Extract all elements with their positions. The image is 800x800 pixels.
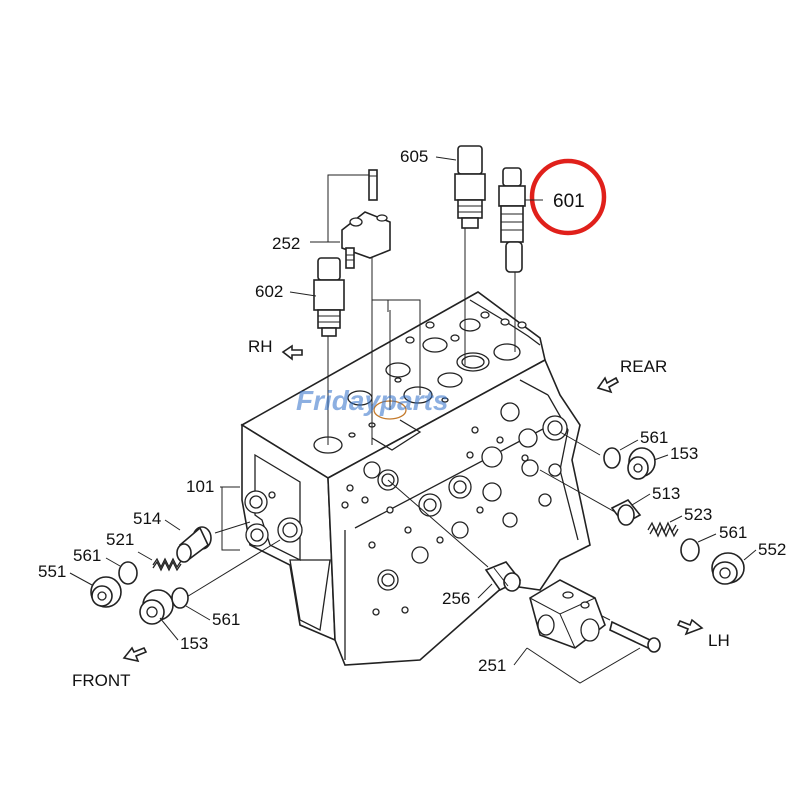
label-561a: 561 [73, 546, 101, 565]
plug-514 [176, 526, 212, 563]
label-513: 513 [652, 484, 680, 503]
assembly-lines [184, 174, 641, 684]
plug-551 [90, 576, 122, 608]
highlight-circle-601 [529, 158, 607, 236]
fitting-256 [484, 561, 522, 592]
arrow-lh-icon [676, 618, 704, 636]
watermark: Fridayparts [296, 385, 449, 416]
direction-front: FRONT [72, 671, 131, 690]
plug-153a [139, 589, 174, 625]
label-602: 602 [255, 282, 283, 301]
right-parts [603, 447, 745, 585]
arrow-rear-icon [596, 376, 620, 394]
oring-561b [171, 587, 189, 609]
block-251 [529, 579, 661, 653]
plug-153b [627, 447, 656, 480]
plug-513 [610, 498, 642, 526]
label-552: 552 [758, 540, 786, 559]
direction-labels: RH REAR FRONT LH [72, 337, 730, 690]
label-514: 514 [133, 509, 161, 528]
relief-valve-601 [498, 167, 526, 273]
label-256: 256 [442, 589, 470, 608]
spring-521 [152, 557, 182, 572]
direction-arrows [122, 344, 704, 663]
arrow-front-icon [122, 646, 148, 663]
label-601: 601 [553, 191, 585, 212]
label-153a: 153 [180, 634, 208, 653]
label-101: 101 [186, 477, 214, 496]
cartridge-605 [454, 145, 486, 229]
direction-lh: LH [708, 631, 730, 650]
direction-rear: REAR [620, 357, 667, 376]
label-551: 551 [38, 562, 66, 581]
oring-561d [680, 538, 700, 562]
label-leaders [69, 156, 757, 666]
spring-523 [647, 521, 679, 538]
label-252: 252 [272, 234, 300, 253]
left-parts [90, 526, 212, 625]
oring-561c [603, 447, 621, 469]
bracket-252 [341, 169, 391, 269]
plug-552 [711, 552, 745, 585]
label-561b: 561 [212, 610, 240, 629]
direction-rh: RH [248, 337, 273, 356]
part-labels: 605 601 252 602 101 514 521 561 551 153 … [38, 147, 786, 675]
label-251: 251 [478, 656, 506, 675]
label-153b: 153 [670, 444, 698, 463]
main-valve-block [240, 291, 591, 666]
oring-561a [118, 561, 138, 585]
label-605: 605 [400, 147, 428, 166]
cartridge-602 [313, 257, 345, 337]
label-521: 521 [106, 530, 134, 549]
arrow-rh-icon [281, 344, 303, 361]
label-523: 523 [684, 505, 712, 524]
label-561d: 561 [719, 523, 747, 542]
label-561c: 561 [640, 428, 668, 447]
